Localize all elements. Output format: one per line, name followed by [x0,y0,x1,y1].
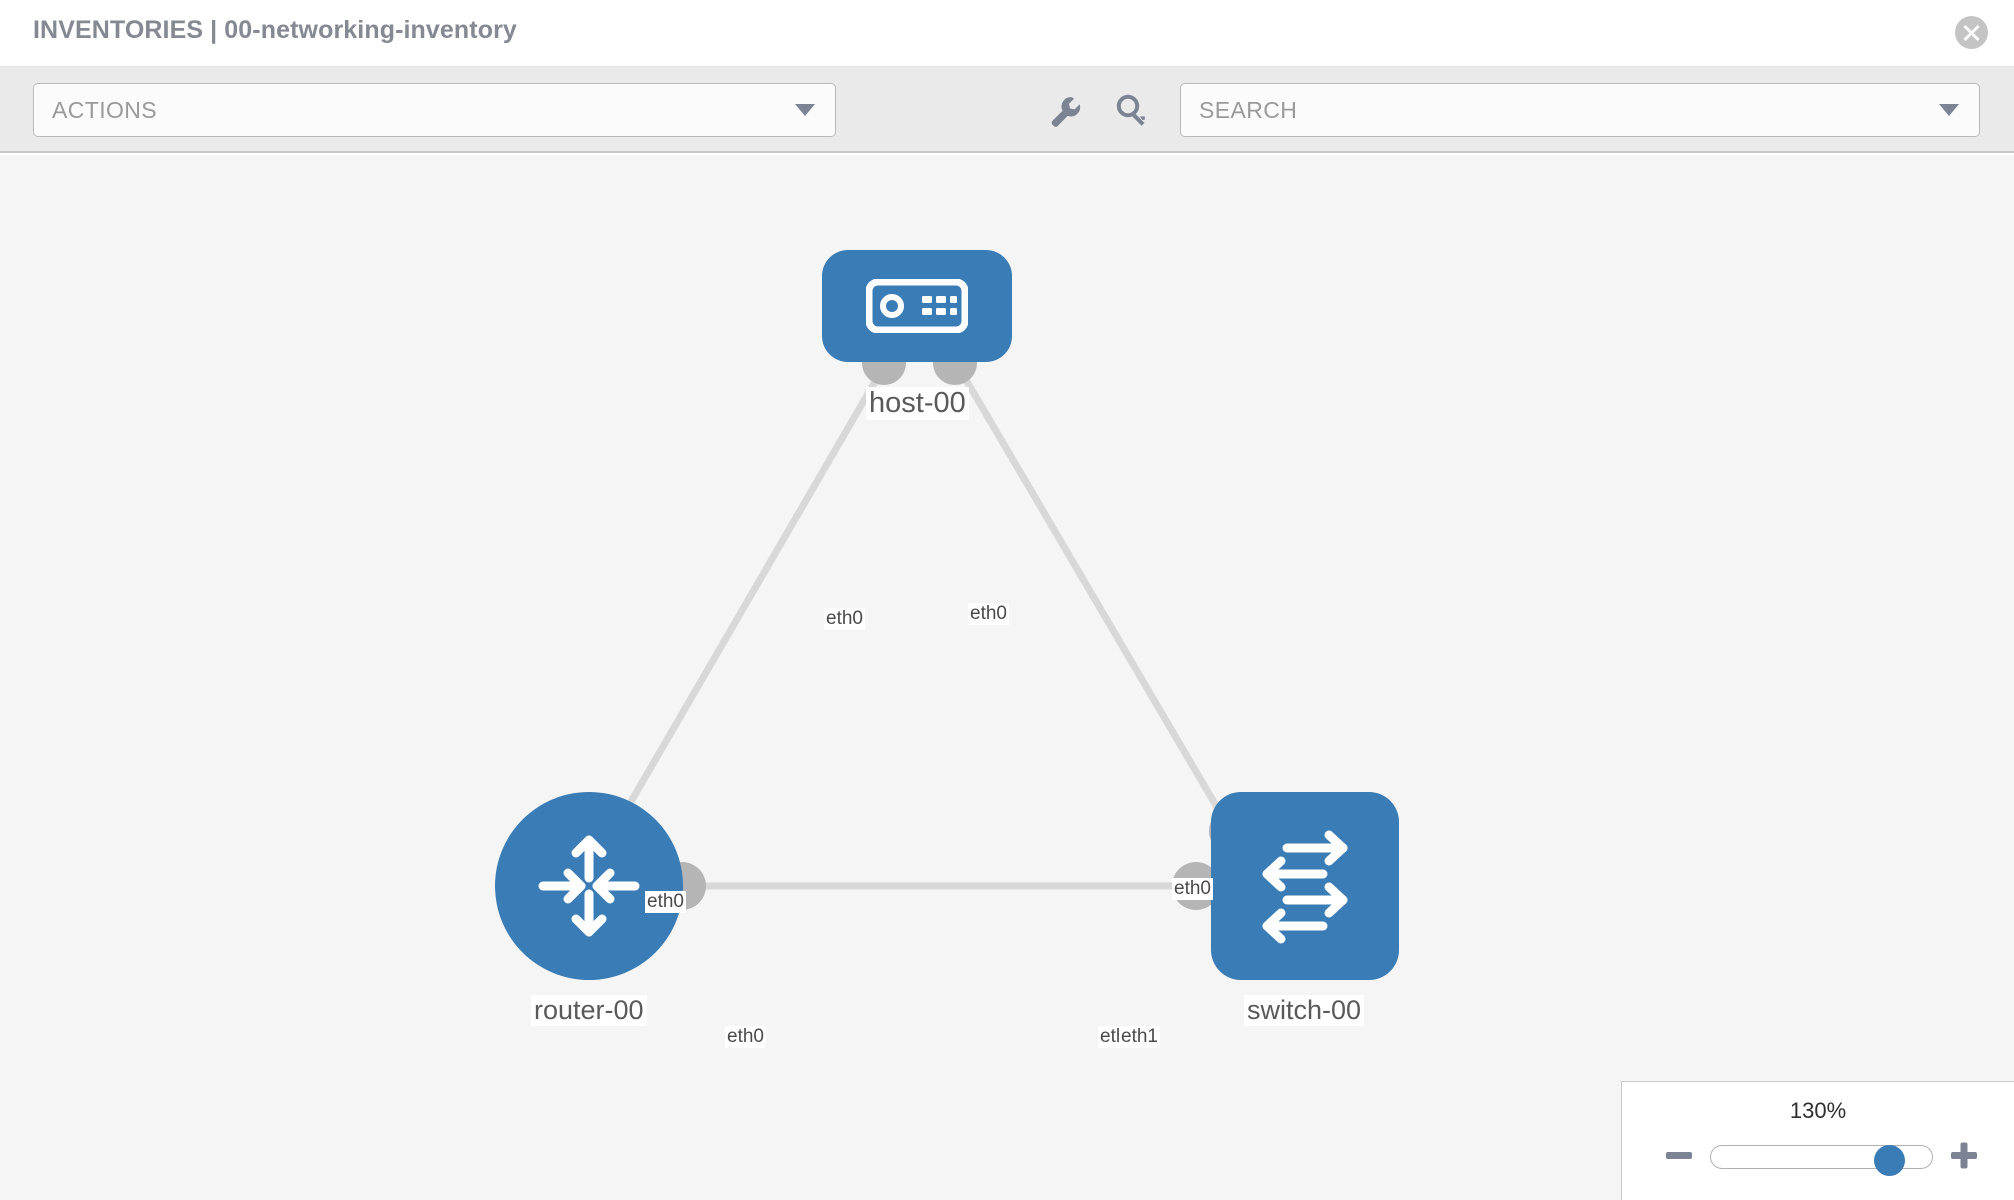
wrench-icon[interactable] [1046,92,1084,130]
edge-host00-router00 [596,371,884,857]
minus-icon [1666,1152,1692,1159]
node-host-00-shape[interactable] [822,250,1012,362]
edge-host00-switch00 [958,371,1249,857]
chevron-down-icon [795,104,815,116]
key-icon[interactable] [1113,92,1151,130]
topology-edges [596,371,1249,890]
topology-canvas[interactable]: host-00 [0,155,2014,1200]
zoom-control-panel: 130% [1621,1081,2014,1200]
zoom-level-value: 130% [1789,1098,1847,1123]
zoom-out-button[interactable] [1662,1138,1696,1172]
zoom-slider[interactable] [1710,1145,1933,1176]
close-icon[interactable] [1955,16,1988,49]
search-input[interactable]: SEARCH [1180,83,1980,137]
actions-dropdown-label: ACTIONS [52,97,158,123]
actions-dropdown[interactable]: ACTIONS [33,83,836,137]
plus-icon [1951,1142,1977,1169]
zoom-slider-row [1622,1138,2014,1178]
node-router-00-shape[interactable] [495,792,683,980]
router-arrows-icon [538,835,640,937]
topology-connectors [658,341,1257,910]
toolbar: ACTIONS SEARCH [0,67,2014,153]
node-switch-00[interactable] [1211,792,1399,980]
switch-arrows-icon [1262,830,1348,944]
zoom-in-button[interactable] [1947,1138,1981,1172]
node-router-00[interactable] [495,792,683,980]
node-host-00[interactable] [822,250,1012,362]
node-switch-00-shape[interactable] [1211,792,1399,980]
page-title: INVENTORIES | 00-networking-inventory [33,16,517,44]
search-placeholder: SEARCH [1199,97,1298,123]
zoom-slider-thumb[interactable] [1874,1145,1905,1176]
chevron-down-icon[interactable] [1939,104,1959,116]
server-appliance-icon [866,279,968,333]
page-header: INVENTORIES | 00-networking-inventory [0,0,2014,67]
